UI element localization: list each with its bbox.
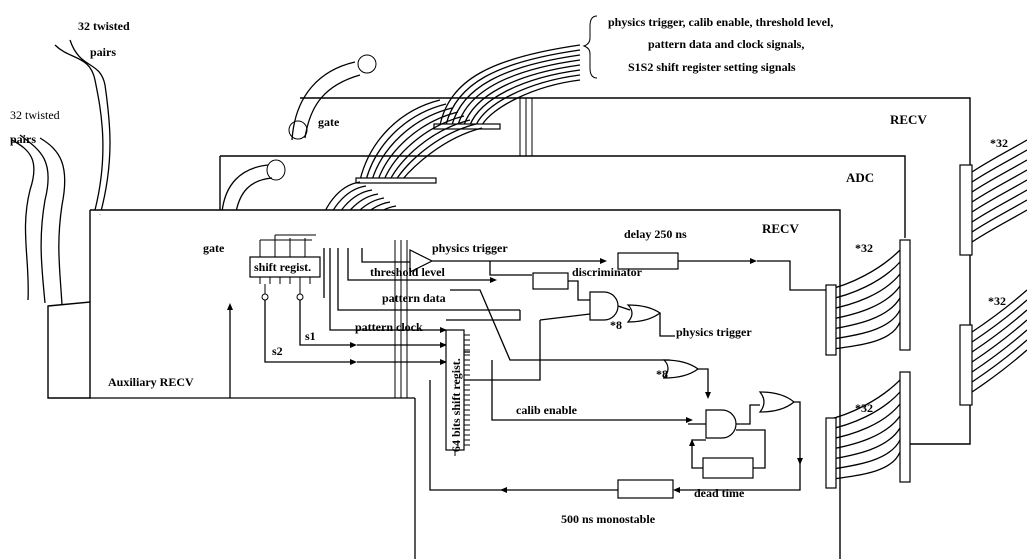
signal-wires: [227, 248, 826, 499]
twisted-pairs-top-label-1: 32 twisted: [78, 19, 130, 33]
twisted-pairs-top-label-2: pairs: [90, 45, 116, 59]
connector-right-top: [959, 139, 1027, 256]
s2-label: s2: [272, 344, 283, 358]
signals-line-3: S1S2 shift register setting signals: [628, 60, 796, 74]
recv-back-label: RECV: [890, 112, 927, 127]
dead-time-label: dead time: [694, 486, 745, 500]
monostable-label: 500 ns monostable: [561, 512, 656, 526]
connector-adc-right: [825, 239, 911, 356]
shift-taps: [261, 284, 357, 365]
signals-line-2: pattern data and clock signals,: [648, 37, 804, 51]
multiplier-32-c: *32: [855, 241, 873, 255]
shift-register-small: [249, 234, 321, 284]
physics-trigger-mid-label: physics trigger: [676, 325, 752, 339]
twisted-pairs-mid-label-2: pairs: [10, 132, 36, 146]
ribbon-cable-mid: [355, 99, 483, 184]
multiplier-32-a: *32: [990, 136, 1008, 150]
multiplier-8-b: *8: [656, 367, 668, 381]
gate-left-label: gate: [203, 241, 225, 255]
delay-label: delay 250 ns: [624, 227, 687, 241]
multiplier-32-b: *32: [988, 294, 1006, 308]
shift-64-label: 64 bits shift regist.: [449, 358, 463, 452]
physics-trigger-top-label: physics trigger: [432, 241, 508, 255]
multiplier-32-d: *32: [855, 401, 873, 415]
signals-bracket: [582, 15, 598, 79]
auxiliary-recv-label: Auxiliary RECV: [108, 375, 194, 389]
vertical-bus: [394, 98, 533, 398]
recv-front-label: RECV: [762, 221, 799, 236]
connector-recv-front-right: [825, 371, 911, 489]
pattern-clock-label: pattern clock: [355, 320, 423, 334]
signals-line-1: physics trigger, calib enable, threshold…: [608, 15, 833, 29]
pattern-data-label: pattern data: [382, 291, 446, 305]
labels: 32 twisted pairs 32 twisted pairs physic…: [10, 15, 1008, 526]
multiplier-8-a: *8: [610, 318, 622, 332]
shift-regist-label: shift regist.: [254, 260, 311, 274]
connector-right-mid: [959, 289, 1027, 406]
discriminator-label: discriminator: [572, 265, 643, 279]
twisted-pair-cables-left: [11, 39, 111, 306]
auxiliary-recv-box: [47, 301, 210, 399]
adc-label: ADC: [846, 170, 874, 185]
threshold-level-label: threshold level: [370, 265, 445, 279]
gate-cable-top: [288, 54, 377, 141]
s1-label: s1: [305, 329, 316, 343]
gate-top-label: gate: [318, 115, 340, 129]
calib-enable-label: calib enable: [516, 403, 578, 417]
shift-register-64: [445, 329, 470, 456]
twisted-pairs-mid-label-1: 32 twisted: [10, 108, 60, 122]
